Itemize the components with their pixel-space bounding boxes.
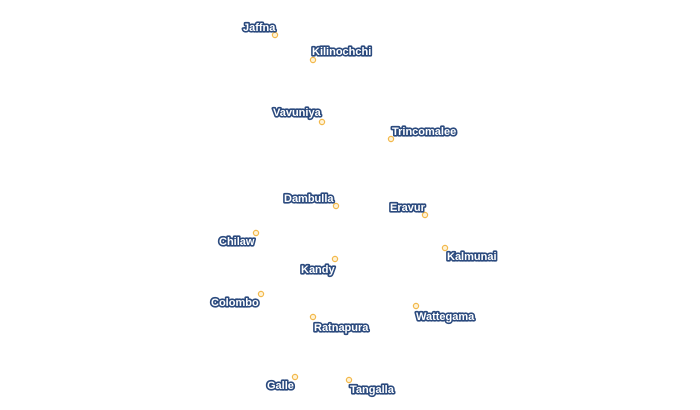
- city-label-kandy: Kandy: [301, 264, 336, 276]
- city-markers: [252, 31, 449, 384]
- city-label-dambulla: Dambulla: [284, 193, 334, 205]
- city-label-vavuniya: Vavuniya: [273, 107, 322, 119]
- city-label-trincomalee: Trincomalee: [392, 126, 456, 138]
- city-marker-dambulla[interactable]: [332, 202, 340, 210]
- city-label-kilinochchi: Kilinochchi: [312, 46, 371, 58]
- city-marker-tangalla[interactable]: [345, 376, 353, 384]
- city-marker-trincomalee[interactable]: [387, 135, 395, 143]
- city-labels: JaffnaKilinochchiVavuniyaTrincomaleeDamb…: [209, 20, 498, 397]
- city-marker-kalmunai[interactable]: [441, 244, 449, 252]
- city-label-kalmunai: Kalmunai: [447, 251, 497, 263]
- city-marker-kilinochchi[interactable]: [309, 56, 317, 64]
- city-marker-galle[interactable]: [291, 373, 299, 381]
- city-label-colombo: Colombo: [211, 297, 259, 309]
- city-label-tangalla: Tangalla: [350, 384, 395, 396]
- city-label-chilaw: Chilaw: [219, 236, 255, 248]
- city-marker-eravur[interactable]: [421, 211, 429, 219]
- city-label-jaffna: Jaffna: [243, 22, 276, 34]
- city-marker-colombo[interactable]: [257, 290, 265, 298]
- city-label-galle: Galle: [267, 380, 294, 392]
- city-marker-chilaw[interactable]: [252, 229, 260, 237]
- city-marker-ratnapura[interactable]: [309, 313, 317, 321]
- city-marker-wattegama[interactable]: [412, 302, 420, 310]
- city-label-wattegama: Wattegama: [416, 311, 475, 323]
- city-marker-kandy[interactable]: [331, 255, 339, 263]
- city-label-ratnapura: Ratnapura: [314, 322, 369, 334]
- city-label-eravur: Eravur: [390, 202, 426, 214]
- city-marker-vavuniya[interactable]: [318, 118, 326, 126]
- city-marker-jaffna[interactable]: [271, 31, 279, 39]
